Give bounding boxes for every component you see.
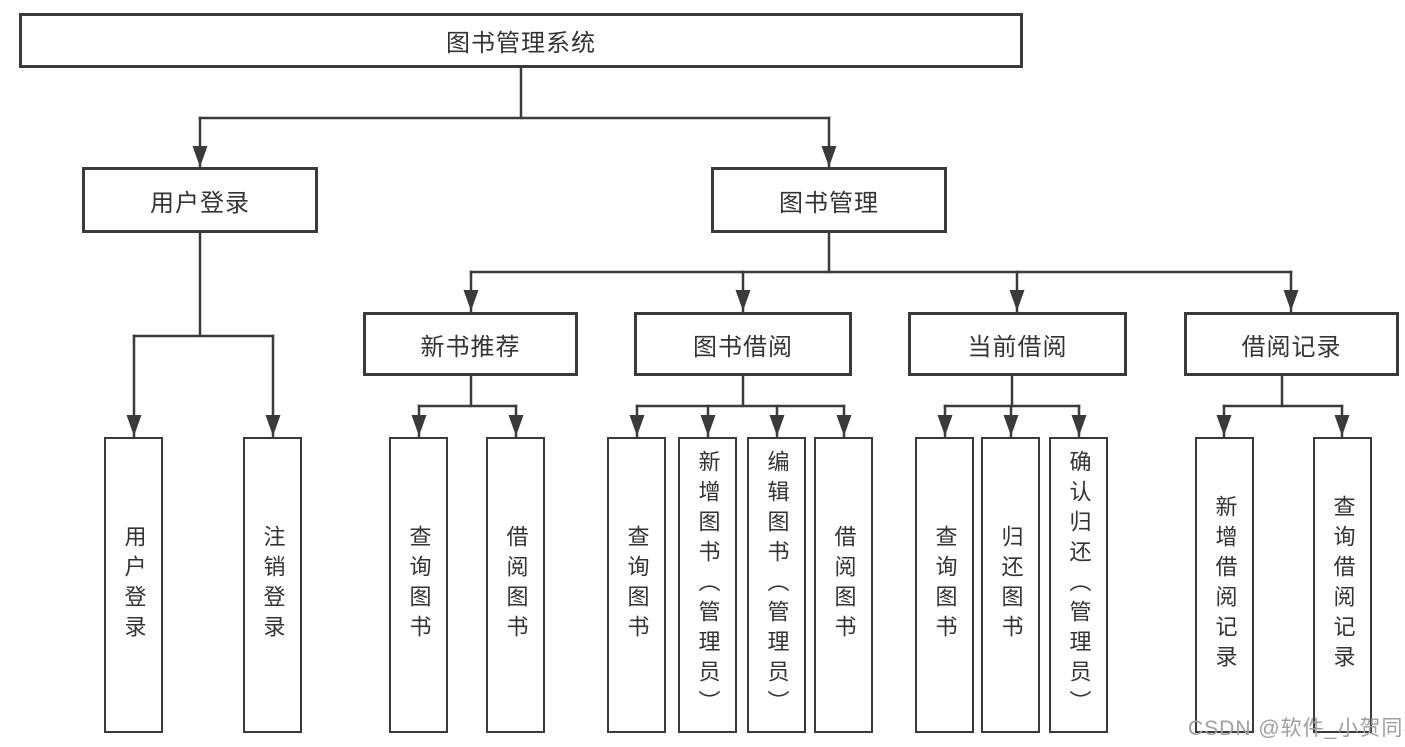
- node-label: 新书推荐: [420, 333, 521, 361]
- node-label: 借阅记录: [1241, 333, 1342, 361]
- leaf-user-login: 用户登录: [104, 437, 163, 733]
- leaf-query-books-recommend: 查询图书: [389, 437, 448, 733]
- node-current-borrow: 当前借阅: [908, 312, 1127, 376]
- node-label: 图书借阅: [693, 333, 793, 361]
- leaf-label: 归还图书: [998, 525, 1024, 645]
- leaf-edit-book-admin: 编辑图书（管理员）: [747, 437, 806, 733]
- node-label: 当前借阅: [967, 333, 1068, 361]
- leaf-label: 借阅图书: [831, 525, 857, 645]
- node-library-management-system: 图书管理系统: [19, 13, 1023, 68]
- leaf-borrow-books: 借阅图书: [814, 437, 873, 733]
- leaf-query-borrow-record: 查询借阅记录: [1313, 437, 1372, 733]
- leaf-label: 注销登录: [260, 525, 286, 645]
- leaf-label: 查询图书: [932, 525, 958, 645]
- leaf-label: 查询借阅记录: [1330, 495, 1356, 675]
- node-user-login: 用户登录: [82, 167, 318, 233]
- leaf-confirm-return-admin: 确认归还（管理员）: [1049, 437, 1108, 733]
- node-label: 用户登录: [150, 189, 250, 217]
- leaf-query-books-current: 查询图书: [915, 437, 974, 733]
- node-label: 图书管理: [779, 189, 879, 217]
- node-label: 图书管理系统: [446, 30, 596, 57]
- leaf-label: 编辑图书（管理员）: [764, 450, 790, 720]
- node-book-borrow: 图书借阅: [634, 312, 852, 376]
- leaf-label: 查询图书: [406, 525, 432, 645]
- leaf-label: 确认归还（管理员）: [1066, 450, 1092, 720]
- leaf-add-borrow-record: 新增借阅记录: [1195, 437, 1254, 733]
- leaf-query-books-borrow: 查询图书: [607, 437, 666, 733]
- node-new-book-recommend: 新书推荐: [363, 312, 578, 376]
- csdn-watermark: CSDN @软件_小贺同学: [1188, 717, 1405, 740]
- leaf-logout: 注销登录: [243, 437, 302, 733]
- leaf-add-book-admin: 新增图书（管理员）: [678, 437, 737, 733]
- leaf-label: 新增图书（管理员）: [695, 450, 721, 720]
- leaf-label: 新增借阅记录: [1212, 495, 1238, 675]
- leaf-borrow-books-recommend: 借阅图书: [486, 437, 545, 733]
- leaf-return-books: 归还图书: [981, 437, 1040, 733]
- node-book-management: 图书管理: [711, 167, 947, 233]
- leaf-label: 查询图书: [624, 525, 650, 645]
- leaf-label: 用户登录: [121, 525, 147, 645]
- leaf-label: 借阅图书: [503, 525, 529, 645]
- node-borrow-records: 借阅记录: [1184, 312, 1399, 376]
